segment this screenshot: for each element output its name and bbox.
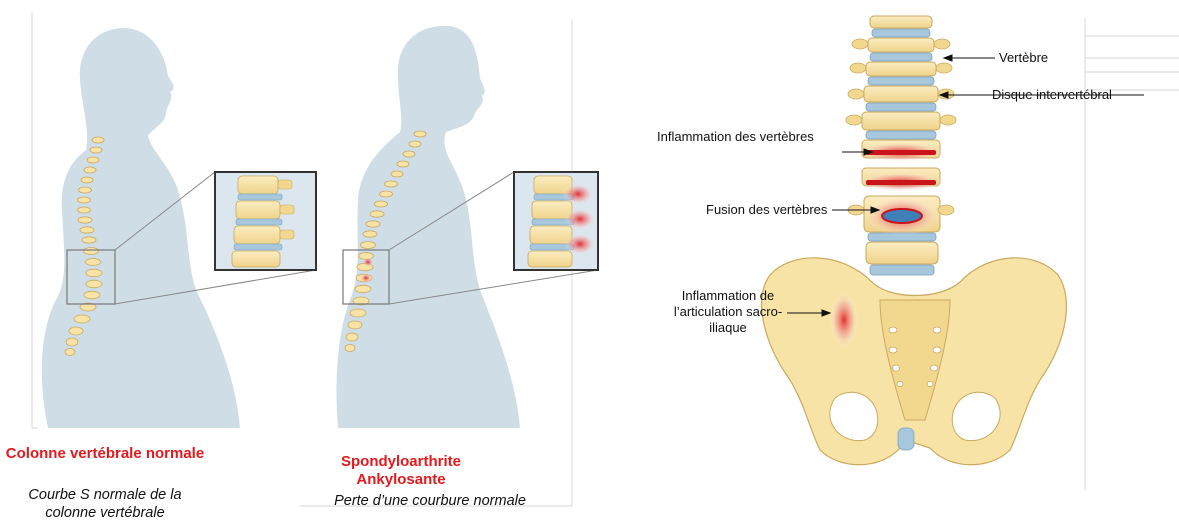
label-fusion-vertebres: Fusion des vertèbres: [706, 202, 827, 218]
as-title: Spondyloarthrite Ankylosante: [336, 453, 466, 489]
label-inflammation-si: Inflammation de l’articulation sacro-ili…: [672, 288, 784, 336]
pelvis: [762, 258, 1067, 465]
label-disque: Disque intervertébral: [992, 87, 1112, 103]
silhouette-normal: [42, 28, 240, 428]
normal-title: Colonne vertébrale normale: [5, 445, 205, 463]
as-subtitle: Perte d’une courbure normale: [290, 492, 570, 510]
zoom-inset-normal: [215, 172, 316, 270]
normal-subtitle: Courbe S normale de la colonne vertébral…: [5, 486, 205, 522]
label-vertebre: Vertèbre: [999, 50, 1048, 66]
label-inflammation-vertebres: Inflammation des vertèbres: [657, 129, 814, 145]
pubic-disc: [898, 428, 914, 450]
silhouette-as: [337, 26, 521, 428]
si-joint-inflammation: [830, 292, 858, 348]
inflamed-discs: [857, 142, 945, 192]
fused-vertebra: [864, 196, 940, 236]
zoom-inset-as: [514, 172, 598, 270]
